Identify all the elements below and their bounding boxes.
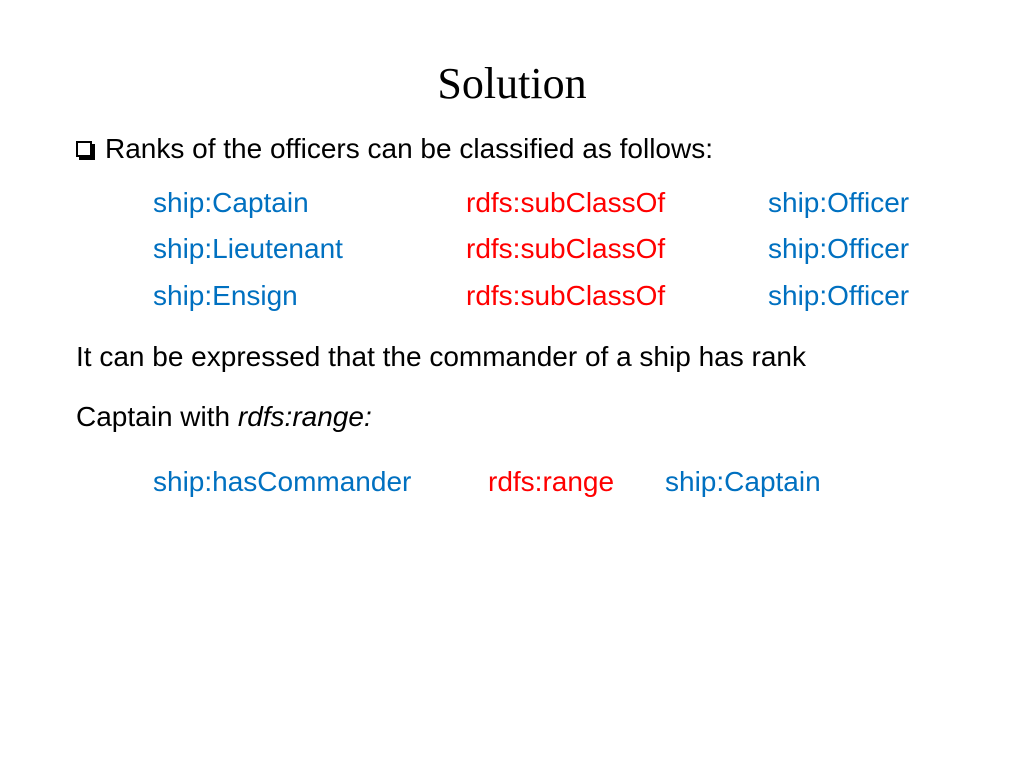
bullet-item: Ranks of the officers can be classified …	[76, 131, 713, 167]
triple-subject: ship:Ensign	[153, 280, 298, 311]
paragraph-line: It can be expressed that the commander o…	[76, 341, 806, 372]
paragraph-line: Captain with rdfs:range:	[76, 400, 372, 434]
triple-row: ship:Lieutenant rdfs:subClassOf ship:Off…	[0, 232, 1024, 266]
triple-subject: ship:Lieutenant	[153, 233, 343, 264]
range-object: ship:Captain	[665, 466, 821, 497]
triple-predicate: rdfs:subClassOf	[466, 280, 666, 311]
paragraph-text: Captain with	[76, 401, 238, 432]
slide-title: Solution	[437, 59, 587, 108]
triple-object: ship:Officer	[768, 187, 910, 218]
triple-object: ship:Officer	[768, 233, 910, 264]
range-triple-row: ship:hasCommander rdfs:range ship:Captai…	[0, 465, 1024, 499]
triple-row: ship:Captain rdfs:subClassOf ship:Office…	[0, 186, 1024, 220]
triple-predicate: rdfs:subClassOf	[466, 187, 666, 218]
triple-row: ship:Ensign rdfs:subClassOf ship:Officer	[0, 279, 1024, 313]
range-subject: ship:hasCommander	[153, 466, 412, 497]
bullet-text: Ranks of the officers can be classified …	[105, 133, 714, 164]
checkbox-icon	[76, 141, 92, 157]
triple-subject: ship:Captain	[153, 187, 309, 218]
triple-predicate: rdfs:subClassOf	[466, 233, 666, 264]
triple-object: ship:Officer	[768, 280, 910, 311]
paragraph-emphasis: rdfs:range:	[237, 401, 372, 432]
range-predicate: rdfs:range	[488, 466, 615, 497]
